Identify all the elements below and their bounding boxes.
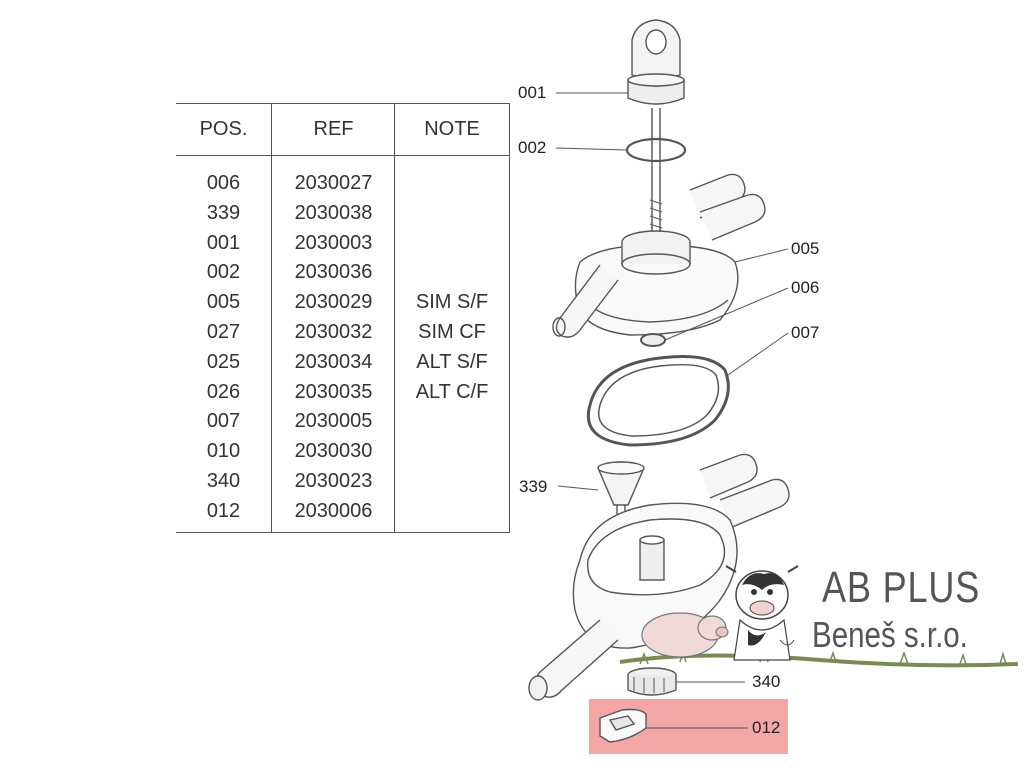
logo-illustration [619,565,1019,668]
table-cell-pos: 339 [206,201,241,224]
table-cell-pos: 340 [206,469,241,492]
leader-line-002 [555,147,628,151]
note-column: NOTE SIM S/F SIM CF ALT S/F ALT C/F [394,104,509,532]
table-cell-ref: 2030023 [294,469,373,492]
callout-007: 007 [791,323,820,342]
table-cell-note [395,407,509,437]
logo-company-suffix: Beneš s.r.o. [812,614,968,655]
pos-column: POS. 006 339 001 002 005 027 025 026 007 010 340 01… [176,104,271,532]
table-cell-ref: 2030030 [294,440,373,463]
leader-line-007 [727,332,789,376]
table-cell-ref: 2030005 [294,410,373,433]
callout-340: 340 [752,672,781,691]
table-cell-ref: 2030034 [294,350,373,373]
table-cell-pos: 026 [206,380,241,403]
table-cell-note [395,169,509,199]
logo-company-name: AB PLUS [822,563,981,612]
part-007-drawing [587,355,730,447]
note-header: NOTE [395,104,509,156]
table-cell-ref: 2030003 [294,231,373,254]
table-cell-ref: 2030027 [294,172,373,194]
part-005-drawing [552,173,766,338]
table-cell-note [395,199,509,229]
ref-header: REF [272,104,395,156]
part-340-drawing [627,667,677,696]
parts-table: POS. 006 339 001 002 005 027 025 026 007 010 340 01… [176,103,510,533]
table-cell-note [395,437,509,467]
table-cell-note [395,497,509,527]
table-cell-ref: 2030032 [294,320,373,343]
leader-line-006 [664,287,789,341]
table-cell-note: ALT S/F [416,350,488,373]
table-cell-pos: 010 [206,440,241,463]
table-cell-note: SIM CF [418,320,486,343]
table-cell-ref: 2030006 [294,499,373,522]
callout-001: 001 [518,83,547,102]
callout-012: 012 [752,718,781,737]
part-001-drawing [627,19,685,240]
part-006-drawing [640,333,666,347]
table-cell-pos: 006 [206,172,241,194]
table-cell-note: SIM S/F [415,291,489,314]
callout-005: 005 [791,239,820,258]
leader-line-005 [734,248,789,263]
callout-339: 339 [519,477,548,496]
bowl-drawing [528,453,790,701]
callout-006: 006 [791,278,820,297]
table-cell-ref: 2030035 [294,380,373,403]
callout-002: 002 [518,138,547,157]
table-cell-pos: 002 [206,261,241,284]
table-cell-pos: 001 [206,231,241,254]
table-cell-pos: 007 [206,410,241,433]
leader-line-339 [557,485,599,491]
table-cell-ref: 2030029 [294,291,373,314]
table-cell-note [395,467,509,497]
table-cell-pos: 027 [206,320,241,343]
ref-cells: 2030027 2030038 2030003 2030036 2030029 20300… [272,169,395,527]
part-012-drawing [599,708,647,743]
table-cell-pos: 025 [206,350,241,373]
table-cell-ref: 2030036 [294,261,373,284]
part-002-drawing [625,137,687,163]
table-cell-pos: 012 [206,499,241,522]
note-cells: SIM S/F SIM CF ALT S/F ALT C/F [395,169,509,527]
table-cell-note [395,229,509,259]
pos-header: POS. [176,104,271,156]
table-cell-note [395,258,509,288]
table-cell-note: ALT C/F [415,380,489,403]
table-cell-ref: 2030038 [294,201,373,224]
table-cell-pos: 005 [206,291,241,314]
pos-cells: 006 339 001 002 005 027 025 026 007 010 340 012 [176,169,271,527]
